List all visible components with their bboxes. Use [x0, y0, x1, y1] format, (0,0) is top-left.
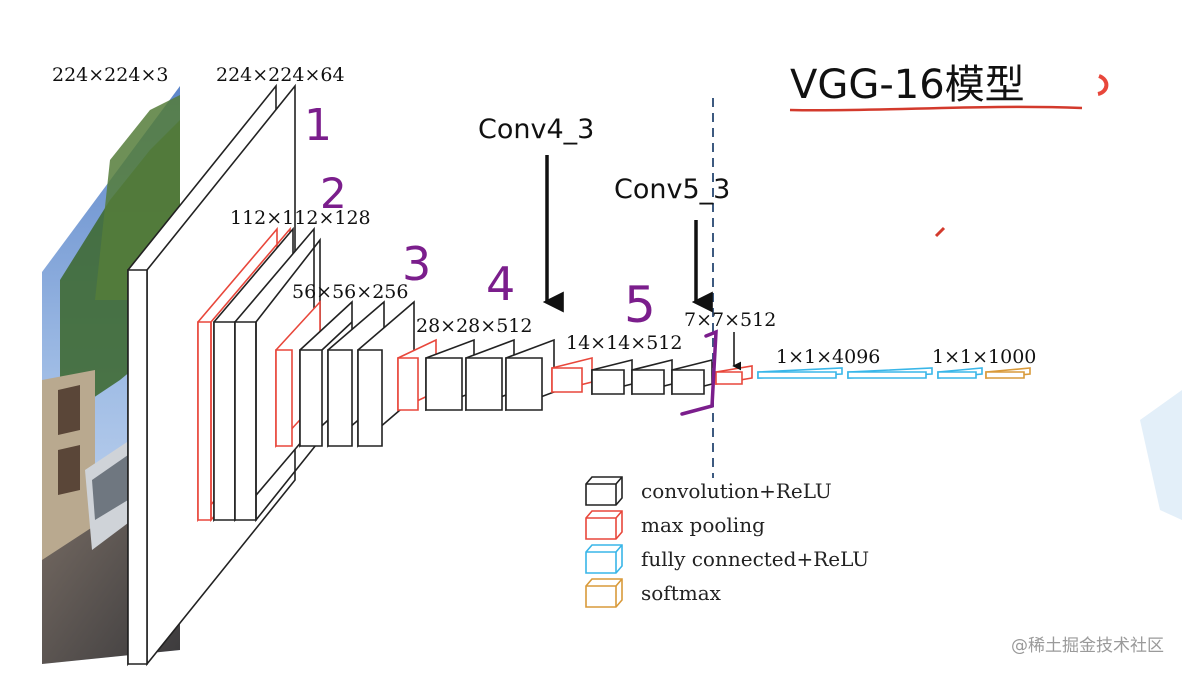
small-pen-mark	[934, 226, 946, 238]
dim-out: 1×1×1000	[932, 346, 1037, 368]
dim-input: 224×224×3	[52, 64, 169, 86]
handwritten-4: 4	[486, 257, 515, 311]
fc8	[937, 367, 983, 379]
watermark: @稀土掘金技术社区	[1011, 636, 1164, 656]
dim-block2: 112×112×128	[230, 207, 371, 229]
legend-conv-icon	[585, 476, 623, 506]
handwritten-3: 3	[402, 237, 431, 291]
legend-pool-icon	[585, 510, 623, 540]
head-layers	[715, 365, 1031, 385]
block4-layers	[397, 338, 555, 412]
title-underline	[789, 105, 1083, 112]
legend-label: softmax	[641, 581, 721, 605]
legend-fc-icon	[585, 544, 623, 574]
handwritten-1: 1	[304, 100, 332, 151]
dim-fc: 1×1×4096	[776, 346, 881, 368]
pool5	[715, 365, 753, 385]
block5-layers	[551, 356, 713, 396]
conv4-label: Conv4_3	[478, 114, 595, 145]
block2-layers	[197, 226, 321, 523]
handwritten-2: 2	[320, 169, 347, 218]
fc6	[757, 367, 843, 379]
dim-block4: 28×28×512	[416, 315, 533, 337]
legend-label: fully connected+ReLU	[641, 547, 870, 571]
legend-icons	[585, 476, 623, 608]
legend-label: convolution+ReLU	[641, 479, 832, 503]
handwritten-bracket	[680, 329, 718, 416]
handwritten-5: 5	[624, 276, 656, 334]
legend-item-pool: max pooling	[585, 510, 765, 540]
legend-label: max pooling	[641, 513, 765, 537]
fc7	[847, 367, 933, 379]
legend-item-fc: fully connected+ReLU	[585, 544, 869, 574]
legend-item-conv: convolution+ReLU	[585, 476, 832, 506]
conv5-label: Conv5_3	[614, 174, 731, 205]
red-pen-mark	[1097, 74, 1109, 96]
dim-pool5: 7×7×512	[684, 309, 777, 331]
background-decoration	[1140, 390, 1182, 520]
dim-block5: 14×14×512	[566, 332, 683, 354]
dim-block1: 224×224×64	[216, 64, 345, 86]
dim-block3: 56×56×256	[292, 281, 409, 303]
legend-softmax-icon	[585, 578, 623, 608]
pool4	[551, 356, 593, 394]
softmax-layer	[985, 367, 1031, 379]
legend-item-softmax: softmax	[585, 578, 721, 608]
page-title: VGG-16模型	[790, 62, 1025, 108]
